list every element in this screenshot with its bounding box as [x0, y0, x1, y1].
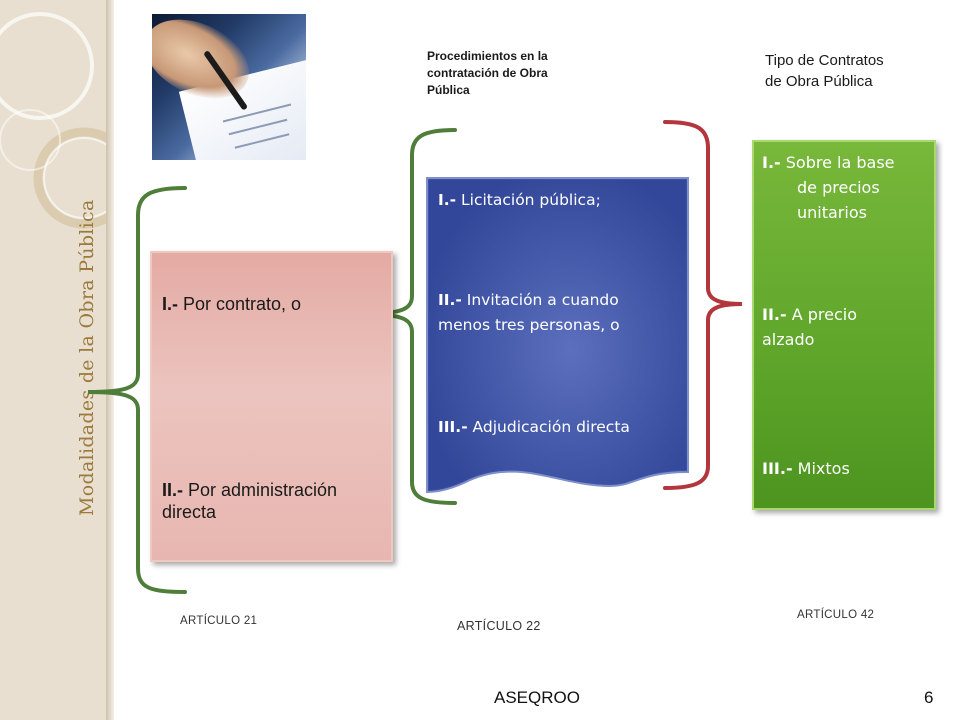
procedimientos-box: I.- Licitación pública; II.- Invitación … — [426, 176, 688, 492]
decorative-circles — [0, 12, 106, 229]
sidebar-edge — [106, 0, 114, 720]
header-procedimientos: Procedimientos en la contratación de Obr… — [427, 49, 548, 97]
page-number: 6 — [924, 688, 934, 707]
brace-tipos — [663, 120, 743, 490]
article-42-label: ARTÍCULO 42 — [797, 609, 875, 621]
tipos-box: I.- Sobre la base de precios unitarios I… — [752, 140, 936, 510]
modalidades-box: I.- Por contrato, o II.- Por administrac… — [150, 251, 393, 562]
footer-org: ASEQROO — [494, 688, 580, 707]
brace-modalidades — [87, 186, 187, 594]
signing-document-photo — [152, 14, 306, 160]
tipo-item-2: II.- A precio alzado — [762, 305, 857, 349]
article-21-label: ARTÍCULO 21 — [180, 615, 258, 627]
article-22-label: ARTÍCULO 22 — [457, 619, 541, 633]
procedimiento-item-1: I.- Licitación pública; — [438, 191, 601, 209]
procedimiento-item-2: II.- Invitación a cuando menos tres pers… — [438, 291, 620, 334]
tipo-item-3: III.- Mixtos — [762, 459, 850, 478]
modalidad-item-2: II.- Por administración directa — [162, 480, 338, 522]
sidebar-panel — [0, 0, 106, 720]
modalidad-item-1: I.- Por contrato, o — [162, 294, 302, 314]
tipo-item-1: I.- Sobre la base de precios unitarios — [762, 153, 895, 222]
header-tipo-contratos: Tipo de Contratos de Obra Pública — [765, 52, 884, 90]
procedimiento-item-3: III.- Adjudicación directa — [438, 418, 630, 436]
